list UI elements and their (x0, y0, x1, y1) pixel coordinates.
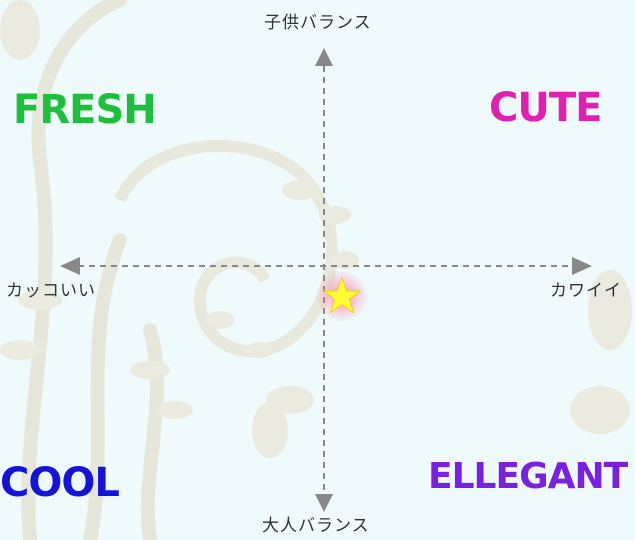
arrow-left-icon (60, 257, 80, 275)
arrow-up-icon (315, 48, 333, 66)
axis-label-left: カッコいい (6, 281, 96, 301)
axis-label-bottom: 大人バランス (262, 516, 370, 536)
quadrant-label-fresh: FRESH (13, 87, 157, 133)
arrow-right-icon (572, 257, 592, 275)
axis-label-right: カワイイ (550, 281, 622, 301)
axis-label-top: 子供バランス (264, 13, 372, 33)
quadrant-label-cute: CUTE (489, 85, 602, 131)
star-icon (322, 276, 362, 314)
arrow-down-icon (315, 494, 333, 512)
quadrant-label-ellegant: ELLEGANT (428, 456, 628, 497)
quadrant-label-cool: COOL (0, 460, 120, 506)
